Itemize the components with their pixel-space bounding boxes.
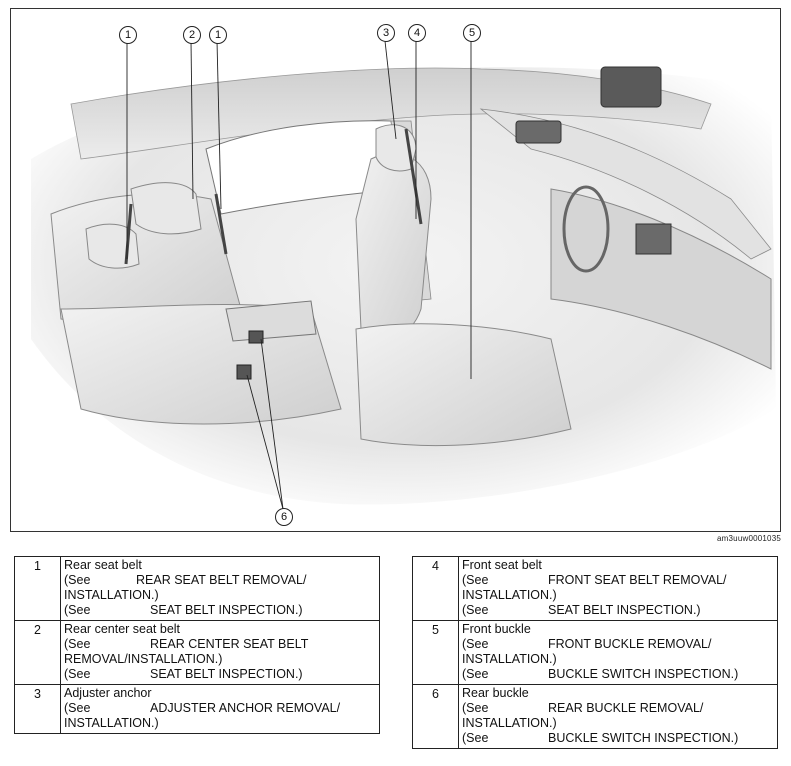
callout-4: 4 <box>408 24 426 42</box>
reference-continuation: INSTALLATION.) <box>64 588 159 602</box>
windshield-frame <box>479 108 772 260</box>
callout-2: 2 <box>183 26 201 44</box>
row-number: 5 <box>412 620 459 685</box>
rear-headrest-left <box>85 223 140 269</box>
leader-lines <box>126 40 472 510</box>
callout-1a: 1 <box>119 26 137 44</box>
center-display <box>635 223 672 255</box>
sun-visor <box>515 120 562 144</box>
part-name: Adjuster anchor <box>64 686 152 700</box>
rear-buckle-upper <box>248 330 264 344</box>
front-seat-back <box>355 152 432 340</box>
row-number: 2 <box>14 620 61 685</box>
rear-buckle-lower <box>236 364 252 380</box>
callout-5: 5 <box>463 24 481 42</box>
rearview-mirror <box>600 66 662 108</box>
part-name: Rear buckle <box>462 686 529 700</box>
reference-continuation: INSTALLATION.) <box>462 588 557 602</box>
rear-center-belt-strap <box>214 193 228 255</box>
front-seat-cushion <box>355 323 572 447</box>
reference-continuation: INSTALLATION.) <box>64 716 159 730</box>
part-name: Front buckle <box>462 622 531 636</box>
image-id: am3uuw0001035 <box>717 534 781 543</box>
reference-continuation: INSTALLATION.) <box>462 716 557 730</box>
front-seat-belt-strap <box>404 128 423 225</box>
interior-illustration: 1 2 1 3 4 5 6 <box>10 8 781 532</box>
callout-3: 3 <box>377 24 395 42</box>
row-number: 4 <box>412 556 459 621</box>
car-interior-drawing <box>31 40 776 510</box>
reference-continuation: INSTALLATION.) <box>462 652 557 666</box>
reference-continuation: REMOVAL/INSTALLATION.) <box>64 652 223 666</box>
rear-headrest <box>130 182 202 235</box>
row-number: 1 <box>14 556 61 621</box>
row-number: 6 <box>412 684 459 749</box>
dashboard <box>550 188 772 370</box>
part-name: Front seat belt <box>462 558 542 572</box>
row-number: 3 <box>14 684 61 734</box>
callout-6: 6 <box>275 508 293 526</box>
part-name: Rear seat belt <box>64 558 142 572</box>
part-name: Rear center seat belt <box>64 622 181 636</box>
callout-1b: 1 <box>209 26 227 44</box>
steering-wheel <box>562 185 610 273</box>
